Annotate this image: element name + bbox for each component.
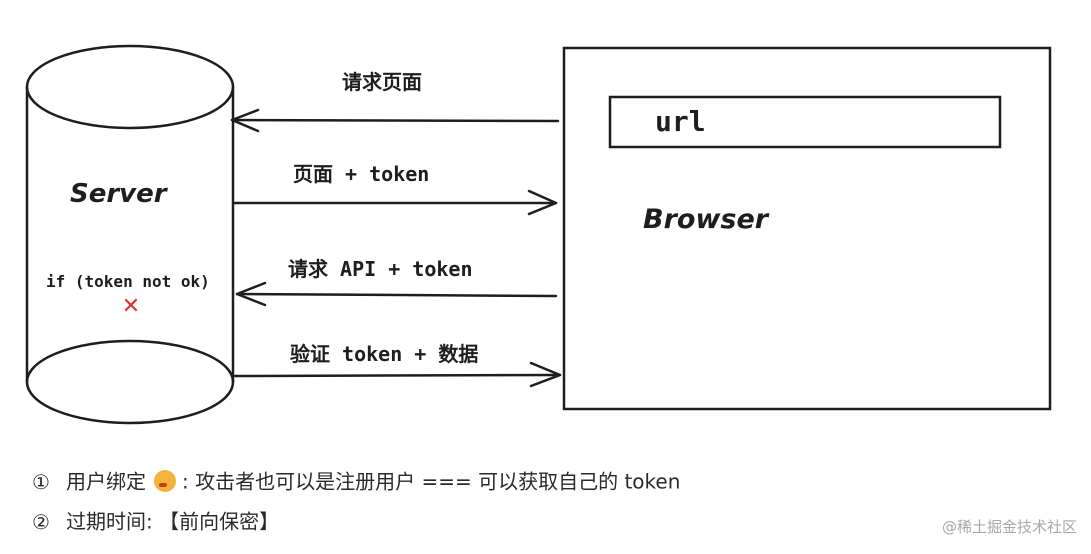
server-cylinder: [25, 44, 235, 425]
server-label: Server: [70, 179, 169, 209]
note-user-binding: ① 用户绑定 : 攻击者也可以是注册用户 === 可以获取自己的 token: [32, 463, 680, 503]
note-number: ①: [32, 469, 50, 494]
arrow-label-page-token: 页面 + token: [293, 162, 429, 186]
url-label: url: [655, 105, 706, 138]
note-text-rest: : 攻击者也可以是注册用户 === 可以获取自己的 token: [182, 469, 681, 494]
note-text: 用户绑定: [66, 469, 146, 494]
arrow-label-verify-data: 验证 token + 数据: [290, 342, 478, 366]
note-text: 过期时间: 【前向保密】: [66, 509, 280, 534]
arrow-request-page: [230, 108, 560, 133]
reject-icon: ✕: [122, 294, 140, 319]
browser-label: Browser: [643, 204, 770, 235]
notes-list: ① 用户绑定 : 攻击者也可以是注册用户 === 可以获取自己的 token ② 过期…: [32, 463, 680, 543]
server-condition: if (token not ok): [46, 272, 210, 291]
url-bar: [608, 95, 1002, 149]
arrow-label-request-page: 请求页面: [342, 70, 422, 94]
arrow-request-api: [235, 281, 558, 307]
thinking-face-icon: [154, 469, 176, 492]
arrow-page-token: [232, 189, 558, 216]
browser-window: [562, 46, 1052, 411]
note-number: ②: [32, 509, 50, 534]
arrow-verify-data: [233, 361, 562, 388]
watermark: @稀土掘金技术社区: [941, 518, 1077, 536]
note-expiry: ② 过期时间: 【前向保密】: [32, 503, 680, 543]
auth-flow-diagram: Server if (token not ok) ✕ url Browser 请…: [25, 44, 1052, 425]
arrow-label-request-api: 请求 API + token: [288, 257, 473, 281]
